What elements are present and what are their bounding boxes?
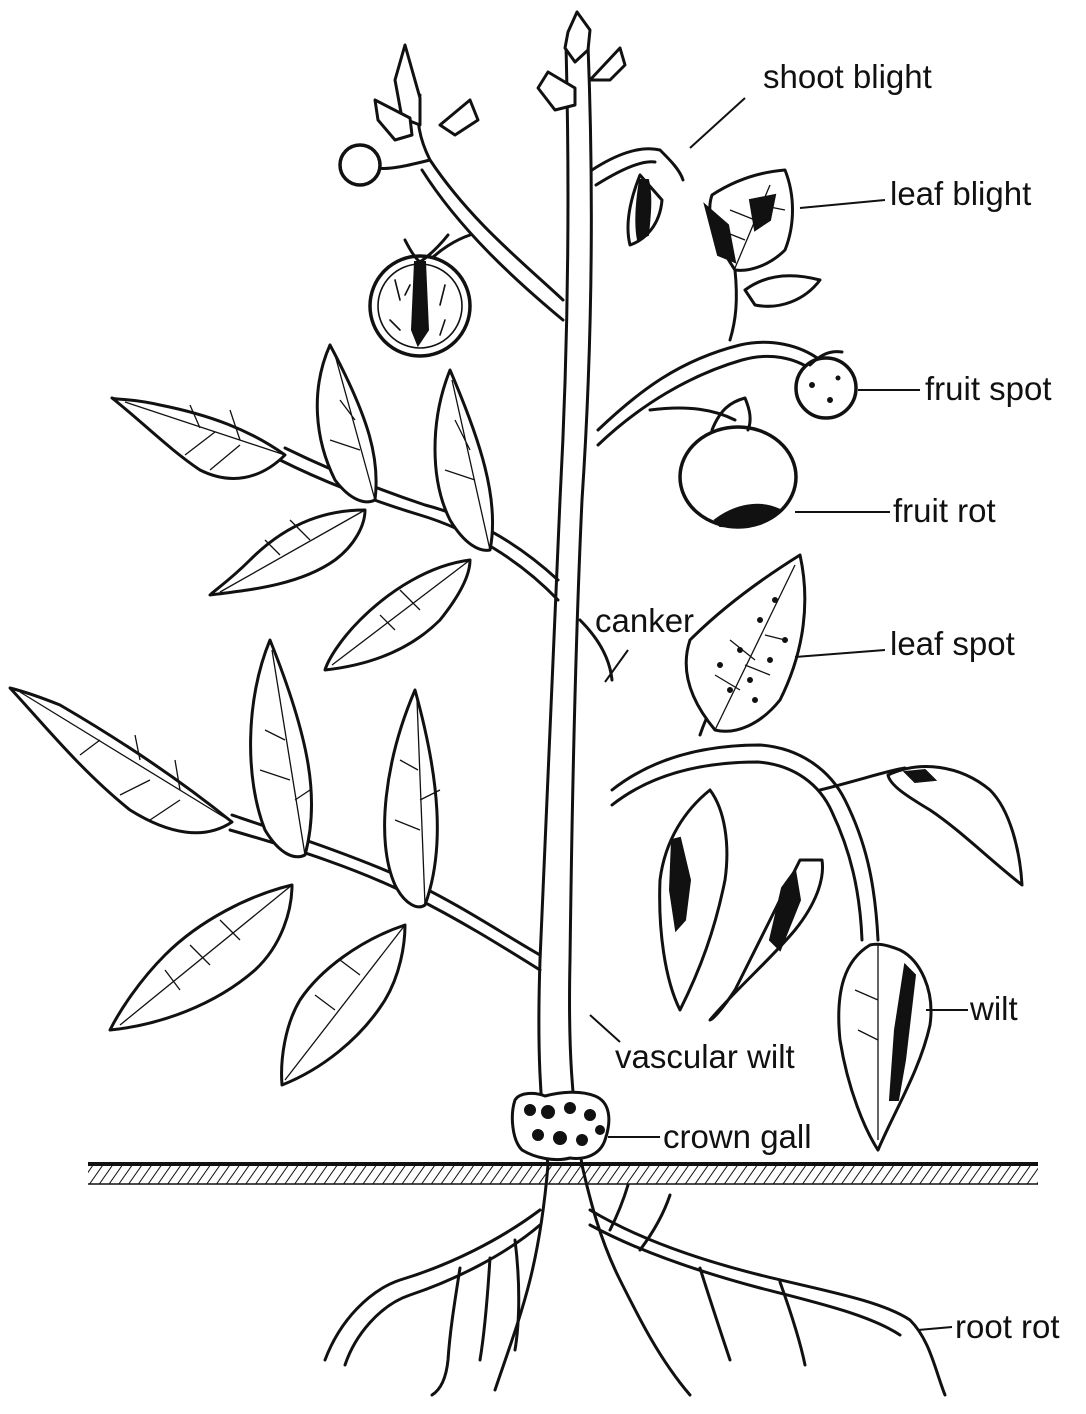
label-root-rot: root rot <box>955 1308 1060 1345</box>
top-leaflets <box>375 12 625 140</box>
shoot-blight-branch <box>592 149 683 245</box>
root-rot-leader <box>918 1327 952 1330</box>
labels: shoot blight leaf blight fruit spot frui… <box>595 58 1060 1345</box>
main-stem <box>539 45 592 1165</box>
label-canker: canker <box>595 602 694 639</box>
lower-left-compound-leaf <box>10 640 540 1085</box>
leaf-spot-branch <box>580 555 805 735</box>
cut-fruit <box>370 235 470 356</box>
label-leaf-blight: leaf blight <box>890 175 1031 212</box>
fruit-rot-fruit <box>650 398 796 527</box>
soil-line <box>88 1164 1038 1184</box>
label-fruit-rot: fruit rot <box>893 492 996 529</box>
small-fruit <box>340 145 380 185</box>
upper-left-compound-leaf <box>112 345 558 670</box>
label-fruit-spot: fruit spot <box>925 370 1052 407</box>
label-shoot-blight: shoot blight <box>763 58 932 95</box>
roots <box>325 1165 945 1395</box>
leaf-blight-leaves <box>705 170 820 340</box>
label-wilt: wilt <box>969 990 1018 1027</box>
label-leaf-spot: leaf spot <box>890 625 1015 662</box>
leaf-spot-leader <box>795 650 885 657</box>
label-crown-gall: crown gall <box>663 1118 812 1155</box>
shoot-blight-leader <box>690 98 745 148</box>
wilt-branch <box>612 745 1022 1150</box>
crown-gall <box>512 1092 609 1159</box>
label-vascular-wilt: vascular wilt <box>615 1038 795 1075</box>
leaf-blight-leader <box>800 200 885 208</box>
